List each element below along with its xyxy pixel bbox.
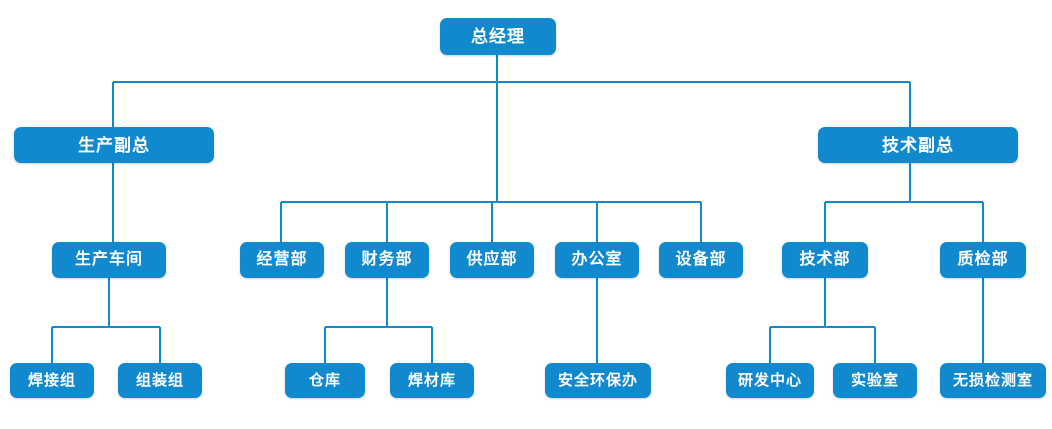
org-node-label: 焊接组 bbox=[27, 372, 76, 389]
org-node-gm[interactable]: 总经理 bbox=[440, 18, 556, 55]
org-node-label: 无损检测室 bbox=[952, 372, 1033, 389]
org-node-welding[interactable]: 焊接组 bbox=[10, 363, 94, 398]
org-node-safety[interactable]: 安全环保办 bbox=[545, 363, 651, 398]
org-node-workshop[interactable]: 生产车间 bbox=[52, 242, 166, 278]
org-node-tech[interactable]: 技术部 bbox=[782, 242, 868, 278]
connector-gm-to-dept-bus bbox=[280, 82, 702, 242]
org-node-ndt[interactable]: 无损检测室 bbox=[940, 363, 1046, 398]
org-node-label: 生产副总 bbox=[78, 135, 150, 155]
org-node-label: 生产车间 bbox=[74, 251, 143, 268]
org-node-label: 焊材库 bbox=[407, 372, 456, 389]
org-node-finance[interactable]: 财务部 bbox=[345, 242, 429, 278]
org-node-label: 经营部 bbox=[256, 251, 308, 268]
org-node-label: 总经理 bbox=[471, 27, 525, 46]
org-node-label: 财务部 bbox=[361, 251, 413, 268]
org-node-assembly[interactable]: 组装组 bbox=[118, 363, 202, 398]
org-node-lab[interactable]: 实验室 bbox=[833, 363, 917, 398]
org-node-label: 安全环保办 bbox=[557, 372, 638, 389]
org-node-label: 研发中心 bbox=[737, 372, 802, 389]
connector-workshop-bus bbox=[51, 278, 161, 363]
org-node-label: 技术部 bbox=[799, 251, 851, 268]
org-node-quality[interactable]: 质检部 bbox=[940, 242, 1026, 278]
org-node-label: 质检部 bbox=[957, 251, 1009, 268]
connector-finance-bus bbox=[324, 278, 433, 363]
org-node-label: 技术副总 bbox=[882, 135, 954, 155]
connector-tech-bus bbox=[769, 278, 876, 363]
org-node-supply[interactable]: 供应部 bbox=[450, 242, 534, 278]
org-node-operation[interactable]: 经营部 bbox=[240, 242, 324, 278]
org-node-vp_prod[interactable]: 生产副总 bbox=[14, 127, 214, 163]
connector-vp-tech-bus bbox=[824, 163, 984, 242]
org-node-warehouse[interactable]: 仓库 bbox=[285, 363, 365, 398]
org-node-label: 设备部 bbox=[675, 251, 727, 268]
org-node-equipment[interactable]: 设备部 bbox=[659, 242, 743, 278]
org-node-label: 实验室 bbox=[850, 372, 899, 389]
connector-gm-to-vp-bus bbox=[112, 55, 911, 127]
org-node-vp_tech[interactable]: 技术副总 bbox=[818, 127, 1018, 163]
org-node-rnd[interactable]: 研发中心 bbox=[726, 363, 814, 398]
org-node-office[interactable]: 办公室 bbox=[555, 242, 639, 278]
org-node-weldstore[interactable]: 焊材库 bbox=[390, 363, 474, 398]
org-node-label: 组装组 bbox=[135, 372, 184, 389]
org-node-label: 仓库 bbox=[308, 372, 341, 389]
org-node-label: 办公室 bbox=[571, 251, 623, 268]
org-node-label: 供应部 bbox=[466, 251, 518, 268]
